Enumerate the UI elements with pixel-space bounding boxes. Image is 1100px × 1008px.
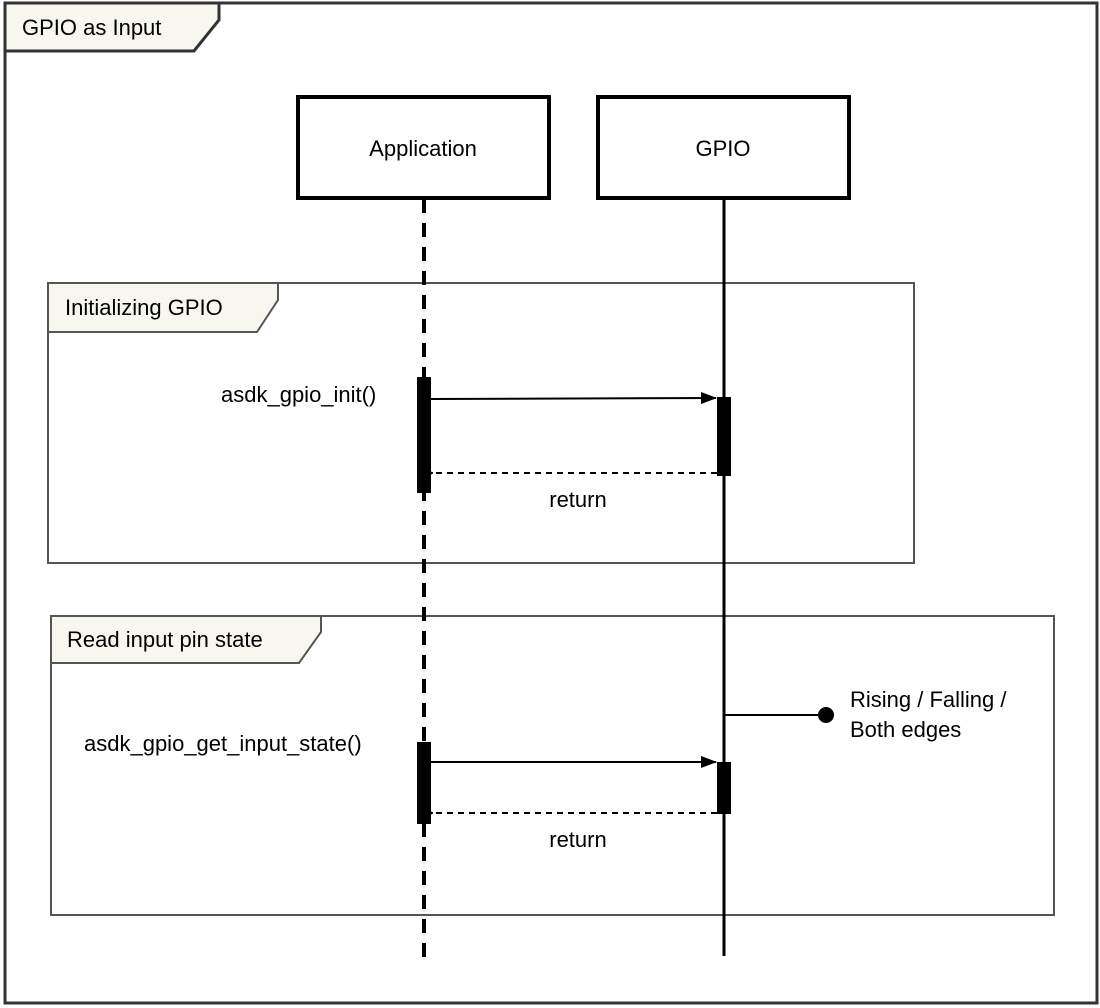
outer-frame-tab (3, 1, 221, 53)
application-activation-bar (417, 742, 431, 824)
fragment-read-input-pin-state: Read input pin state (50, 615, 1055, 916)
edge-note: Rising / Falling / Both edges (724, 687, 1007, 742)
edge-note-line2: Both edges (850, 717, 961, 742)
participant-application: Application (296, 95, 551, 200)
edge-note-line1: Rising / Falling / (850, 687, 1007, 712)
call-label-init: asdk_gpio_init() (221, 382, 376, 407)
return-label-init: return (549, 487, 606, 512)
call-arrow-init (430, 392, 717, 405)
application-activation-bar (417, 377, 431, 493)
call-label-get-input-state: asdk_gpio_get_input_state() (84, 731, 362, 756)
fragment-title: Read input pin state (67, 627, 263, 652)
gpio-activation-bar (717, 397, 731, 476)
outer-frame-title: GPIO as Input (22, 15, 161, 40)
fragment-tab (47, 282, 279, 333)
fragment-title: Initializing GPIO (65, 295, 223, 320)
participant-label: GPIO (695, 136, 750, 161)
fragment-tab (50, 615, 322, 664)
participant-label: Application (369, 136, 477, 161)
edge-note-dot-icon (818, 707, 834, 723)
participant-gpio: GPIO (596, 95, 851, 200)
fragment-initializing-gpio: Initializing GPIO (47, 282, 915, 564)
return-label-get-input-state: return (549, 827, 606, 852)
gpio-activation-bar (717, 762, 731, 814)
